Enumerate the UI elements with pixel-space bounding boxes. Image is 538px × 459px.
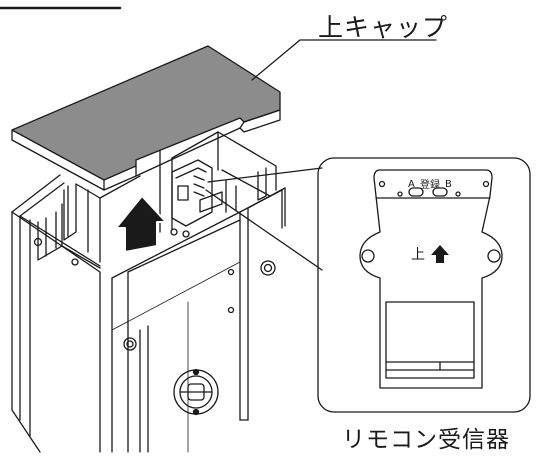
remote-receiver-label: リモコン受信器 [342, 427, 510, 453]
up-mark-label: 上 [411, 247, 425, 263]
post-body [11, 131, 286, 453]
zoom-line-upper [207, 167, 323, 183]
button-b-label: B [445, 179, 452, 190]
top-cap [11, 45, 281, 191]
top-cap-label: 上キャップ [318, 13, 449, 42]
register-label: 登録 [420, 180, 440, 191]
up-arrow-icon [431, 245, 449, 263]
post-holes [33, 228, 276, 351]
receiver-plate [359, 169, 503, 389]
zoom-line-lower [205, 189, 323, 271]
cap-leader-line [251, 39, 437, 81]
receiver-module-in-post [171, 159, 223, 227]
lock-knob [173, 368, 219, 416]
button-a-label: A [408, 179, 415, 190]
zoom-callout-box [317, 157, 531, 413]
up-arrow-icon [115, 195, 167, 253]
